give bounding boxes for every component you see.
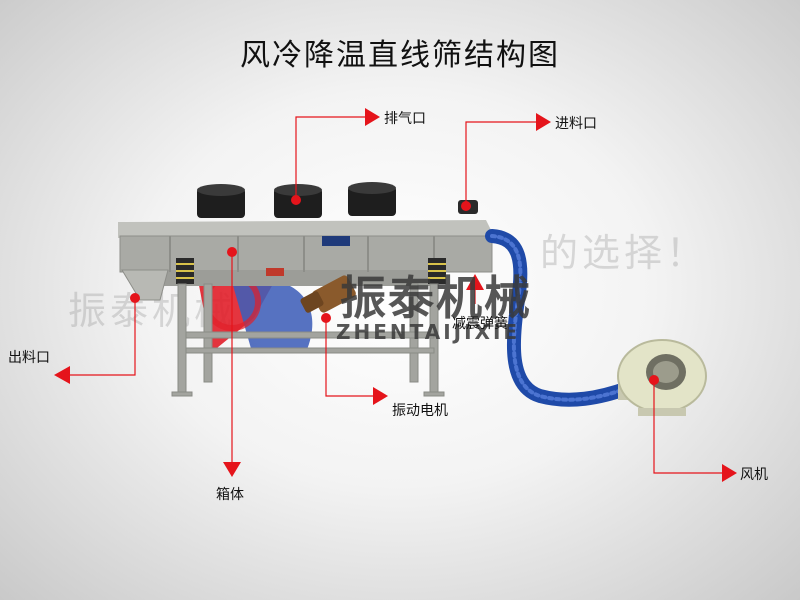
fan-blower: [617, 339, 707, 416]
exhaust-blower-3: [348, 182, 396, 216]
arrow-spring: [466, 274, 484, 290]
watermark-brand-cn: 振泰机械: [340, 271, 532, 325]
leader-lines: [70, 116, 722, 474]
label-discharge-port: 出料口: [8, 350, 50, 366]
vibration-motor: [300, 275, 356, 313]
label-box-body: 箱体: [216, 487, 244, 503]
page-title: 风冷降温直线筛结构图: [240, 38, 560, 73]
arrow-box: [223, 462, 241, 477]
arrow-discharge: [54, 366, 70, 384]
discharge-chute: [121, 269, 169, 301]
arrow-feed: [536, 113, 551, 131]
support-frame: [171, 283, 445, 397]
damping-spring-left: [176, 258, 194, 284]
label-fan: 风机: [740, 467, 768, 483]
label-feed-port: 进料口: [555, 116, 597, 132]
arrow-motor: [373, 387, 388, 405]
label-exhaust-port: 排气口: [384, 111, 426, 127]
watermark-brand-en: ZHENTAIJIXIE: [336, 320, 521, 344]
marker-dots: [130, 195, 659, 385]
arrow-fan: [722, 464, 737, 482]
arrowheads: [54, 108, 737, 482]
exhaust-blower-1: [197, 184, 245, 218]
label-damping-spring: 减震弹簧: [452, 316, 508, 332]
arrow-exhaust: [365, 108, 380, 126]
label-vibration-motor: 振动电机: [392, 403, 448, 419]
watermark-faint-right: 的选择！: [540, 231, 709, 275]
damping-spring-right: [428, 258, 446, 284]
